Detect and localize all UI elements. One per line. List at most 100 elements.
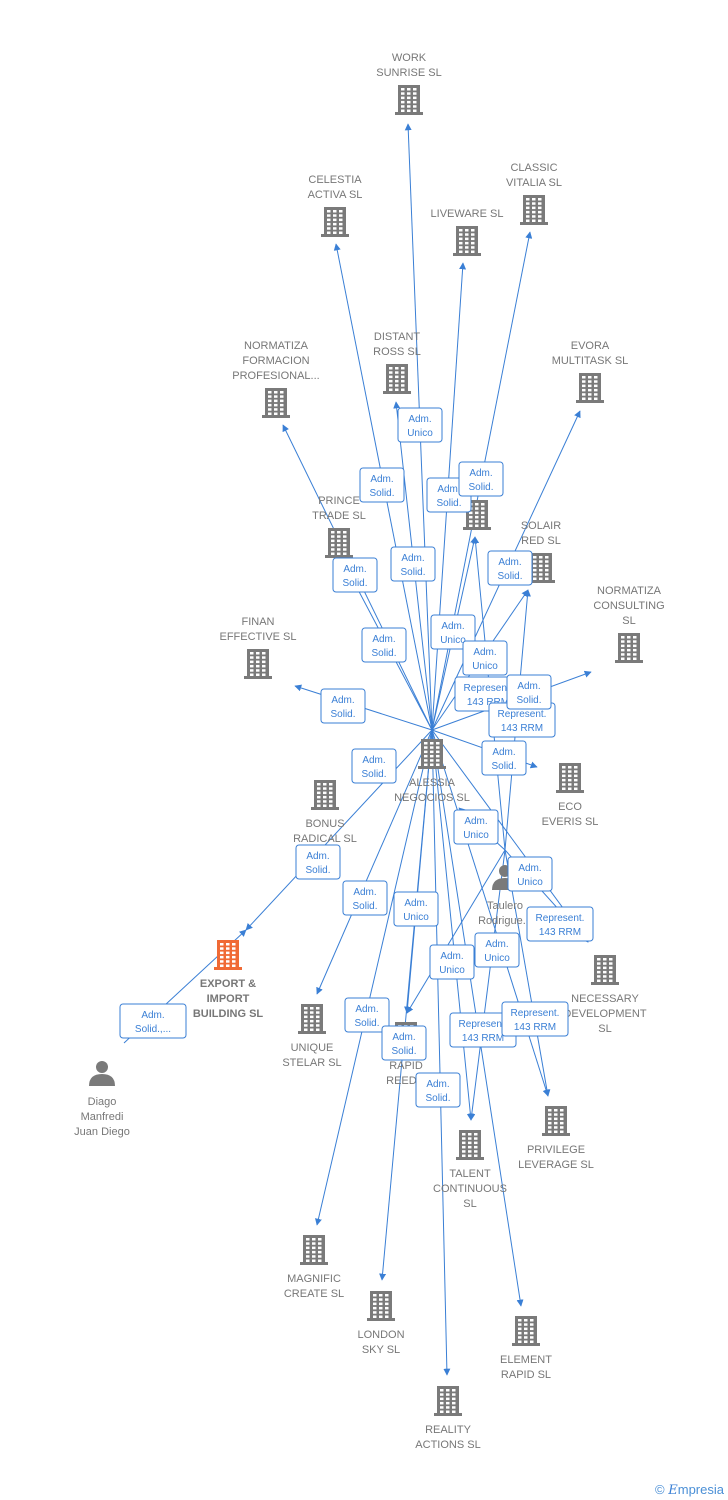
edge-label[interactable]: Represent.143 RRM xyxy=(501,1001,569,1037)
edge-label[interactable]: Adm.Solid. xyxy=(487,550,533,586)
building-icon[interactable] xyxy=(298,1004,326,1034)
edge-label-text: Unico xyxy=(403,912,429,923)
edge-label[interactable]: Adm.Unico xyxy=(453,809,499,845)
edge-label[interactable]: Adm.Solid. xyxy=(415,1072,461,1108)
building-icon[interactable] xyxy=(542,1106,570,1136)
edge-label-text: Adm. xyxy=(331,695,354,706)
node-label: FINAN xyxy=(242,616,275,628)
building-icon[interactable] xyxy=(520,195,548,225)
edge-label-text: Solid. xyxy=(330,709,355,720)
edge-label[interactable]: Adm.Solid. xyxy=(351,748,397,784)
building-icon[interactable] xyxy=(453,226,481,256)
edge-label[interactable]: Adm.Unico xyxy=(462,640,508,676)
edge-label-text: Adm. xyxy=(485,939,508,950)
edge-label[interactable]: Adm.Unico xyxy=(429,944,475,980)
edge-label-text: Represent. xyxy=(536,913,585,924)
building-icon[interactable] xyxy=(244,649,272,679)
edge-label-text: 143 RRM xyxy=(467,697,509,708)
edge-label[interactable]: Adm.Solid. xyxy=(390,546,436,582)
edge-label[interactable]: Adm.Solid. xyxy=(361,627,407,663)
edge-label[interactable]: Adm. Solid. xyxy=(320,688,366,724)
building-icon[interactable] xyxy=(311,780,339,810)
edge-label[interactable]: Adm.Solid. xyxy=(332,557,378,593)
edge-label-text: Represent. xyxy=(464,683,513,694)
edge-label[interactable]: Represent.143 RRM xyxy=(526,906,594,942)
edge-label[interactable]: Adm.Unico xyxy=(507,856,553,892)
building-icon[interactable] xyxy=(615,633,643,663)
building-icon[interactable] xyxy=(556,763,584,793)
edge-label-text: Adm. xyxy=(440,951,463,962)
edge-label[interactable]: Adm.Unico xyxy=(397,407,443,443)
edge-label[interactable]: Adm.Solid. xyxy=(481,740,527,776)
edge-label[interactable]: Adm.Solid. xyxy=(342,880,388,916)
edge-label[interactable]: Represent.143 RRM xyxy=(449,1012,517,1048)
footer-brand[interactable]: © Empresia xyxy=(655,1482,724,1498)
building-icon[interactable] xyxy=(262,388,290,418)
building-icon[interactable] xyxy=(434,1386,462,1416)
edge-label-text: Adm. xyxy=(343,564,366,575)
edge-label[interactable]: Adm.Solid. xyxy=(381,1025,427,1061)
edge-label[interactable]: Adm.Unico xyxy=(474,932,520,968)
building-icon[interactable] xyxy=(512,1316,540,1346)
building-icon[interactable] xyxy=(383,364,411,394)
building-icon[interactable] xyxy=(395,85,423,115)
edge-label-text: Solid. xyxy=(425,1093,450,1104)
node-liveware[interactable]: LIVEWARE SL xyxy=(431,208,504,256)
building-icon[interactable] xyxy=(527,553,555,583)
building-icon[interactable] xyxy=(576,373,604,403)
node-label: IMPORT xyxy=(207,993,250,1005)
edge-label-text: Adm. xyxy=(517,681,540,692)
building-icon[interactable] xyxy=(456,1130,484,1160)
node-label: Juan Diego xyxy=(74,1126,130,1138)
node-label: CONTINUOUS xyxy=(433,1183,507,1195)
edge-label-text: Adm. xyxy=(355,1004,378,1015)
node-label: STELAR SL xyxy=(282,1057,341,1069)
building-icon[interactable] xyxy=(591,955,619,985)
edge-label[interactable]: Adm.Solid.,... xyxy=(119,1003,187,1039)
building-icon[interactable] xyxy=(300,1235,328,1265)
edge-label[interactable]: Adm.Solid. xyxy=(295,844,341,880)
edge-label[interactable]: Adm.Solid. xyxy=(359,467,405,503)
node-label: CELESTIA xyxy=(308,174,362,186)
edge-label[interactable]: Adm.Solid. xyxy=(344,997,390,1033)
building-icon[interactable] xyxy=(367,1291,395,1321)
edge-labels-layer: Adm.UnicoAdm.Solid.Adm.Solid.Adm.Solid.A… xyxy=(119,407,594,1108)
edge-label[interactable]: Adm.Unico xyxy=(430,614,476,650)
edge-label[interactable]: Adm.Solid. xyxy=(506,674,552,710)
edge-label[interactable]: Adm.Unico xyxy=(393,891,439,927)
node-label: EXPORT & xyxy=(200,978,256,990)
building-icon[interactable] xyxy=(321,207,349,237)
building-icon[interactable] xyxy=(325,528,353,558)
edge-label-text: Solid. xyxy=(369,488,394,499)
building-icon[interactable] xyxy=(214,940,242,970)
building-icon[interactable] xyxy=(418,739,446,769)
node-taulero[interactable]: TauleroRodrigue... xyxy=(478,865,532,927)
node-label: LIVEWARE SL xyxy=(431,208,504,220)
person-icon[interactable] xyxy=(89,1061,115,1086)
edge-taulero-rapid xyxy=(406,849,506,1014)
edge-label[interactable]: Adm.Solid. xyxy=(458,461,504,497)
node-normatiza_f[interactable]: NORMATIZAFORMACIONPROFESIONAL... xyxy=(232,340,320,418)
